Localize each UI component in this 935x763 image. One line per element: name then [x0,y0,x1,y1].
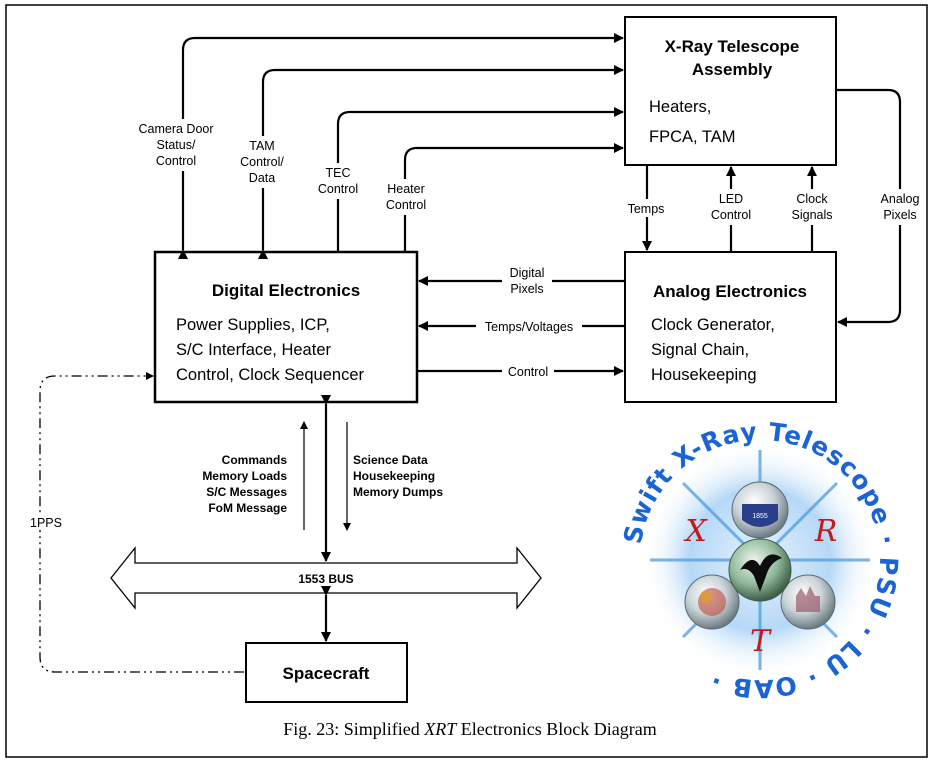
pps-line [39,372,244,673]
bus-label: 1553 BUS [298,572,353,586]
digital-electronics-block: Digital Electronics Power Supplies, ICP,… [153,250,419,404]
svg-text:Temps: Temps [628,202,665,216]
digital-pixels-label: Digital Pixels [502,263,552,299]
svg-text:Status/: Status/ [157,138,196,152]
xrt-title-1: X-Ray Telescope [665,37,800,56]
analog-body-3: Housekeeping [651,366,757,384]
svg-text:TEC: TEC [326,166,351,180]
svg-text:LED: LED [719,192,743,206]
digital-body-1: Power Supplies, ICP, [176,316,330,334]
svg-text:Control: Control [711,208,751,222]
svg-text:Commands: Commands [222,453,288,467]
tec-label: TEC Control [311,163,365,199]
led-control-label: LED Control [706,189,758,225]
analog-body-2: Signal Chain, [651,341,749,359]
outer-border [5,4,928,758]
svg-text:Control: Control [318,182,358,196]
logo-letter-x: X [683,514,708,549]
svg-text:Control: Control [156,154,196,168]
svg-text:Control/: Control/ [240,155,284,169]
logo-letter-t: T [750,624,772,659]
tam-line [258,65,624,259]
xrt-assembly-block: X-Ray Telescope Assembly Heaters, FPCA, … [624,16,837,166]
svg-text:Signals: Signals [792,208,833,222]
bus-1553: 1553 BUS [110,546,542,610]
svg-text:S/C Messages: S/C Messages [206,485,287,499]
xrt-title-2: Assembly [692,60,773,79]
digital-body-2: S/C Interface, Heater [176,341,331,359]
camera-door-label: Camera Door Status/ Control [138,119,214,171]
analog-electronics-block: Analog Electronics Clock Generator, Sign… [624,251,837,403]
svg-text:Science Data: Science Data [353,453,428,467]
clock-signals-label: Clock Signals [786,189,838,225]
logo-year: 1855 [752,513,768,520]
svg-text:Control: Control [508,365,548,379]
svg-text:Camera Door: Camera Door [138,122,213,136]
analog-pixels-label: Analog Pixels [875,189,925,225]
camera-door-line [178,33,624,259]
temps-voltages-label: Temps/Voltages [476,318,582,335]
svg-text:Housekeeping: Housekeeping [353,469,435,483]
uplink-label: Commands Memory Loads S/C Messages FoM M… [202,453,287,515]
spacecraft-title: Spacecraft [283,664,370,683]
tam-label: TAM Control/ Data [236,136,288,188]
svg-text:Analog: Analog [881,192,920,206]
svg-text:Temps/Voltages: Temps/Voltages [485,320,573,334]
tec-line [336,107,624,252]
digital-title: Digital Electronics [212,281,360,300]
swift-xrt-logo: Swift X-Ray Telescope · PSU · LU · OAB ·… [618,417,902,703]
svg-text:Heater: Heater [387,182,425,196]
xrt-body-1: Heaters, [649,98,711,116]
pps-label: 1PPS [24,513,68,530]
spacecraft-block: Spacecraft [245,642,408,703]
svg-text:Clock: Clock [796,192,828,206]
xrt-body-2: FPCA, TAM [649,128,735,146]
svg-text:FoM Message: FoM Message [208,501,287,515]
svg-text:Control: Control [386,198,426,212]
analog-title: Analog Electronics [653,282,807,301]
svg-text:Pixels: Pixels [510,282,543,296]
svg-text:1PPS: 1PPS [30,516,62,530]
svg-text:Pixels: Pixels [883,208,916,222]
downlink-label: Science Data Housekeeping Memory Dumps [353,453,443,499]
svg-text:Memory Loads: Memory Loads [202,469,287,483]
digital-body-3: Control, Clock Sequencer [176,366,365,384]
svg-text:Data: Data [249,171,275,185]
svg-text:Digital: Digital [510,266,545,280]
control-label: Control [502,363,554,380]
svg-text:TAM: TAM [249,139,274,153]
analog-body-1: Clock Generator, [651,316,775,334]
temps-label: Temps [623,199,673,217]
svg-text:Memory Dumps: Memory Dumps [353,485,443,499]
figure-caption: Fig. 23: Simplified XRT Electronics Bloc… [283,719,656,739]
logo-letter-r: R [814,514,838,549]
heater-line [403,143,624,252]
heater-label: Heater Control [378,179,434,215]
